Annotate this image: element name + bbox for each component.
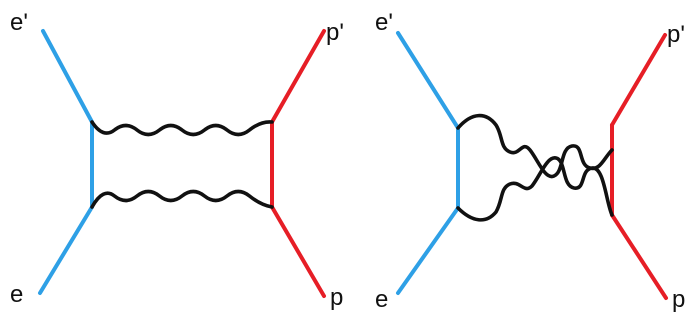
diagram-crossed-box: e' p' e p <box>375 9 685 313</box>
label-e-outgoing: e' <box>375 9 393 36</box>
electron-outgoing-line <box>41 29 94 124</box>
photon-crossed-b-line <box>456 156 614 222</box>
label-p-incoming: p <box>330 284 343 311</box>
proton-incoming-line <box>610 213 668 300</box>
label-p-outgoing: p' <box>667 21 685 48</box>
label-e-incoming: e <box>10 281 23 308</box>
photon-top-line <box>90 120 274 137</box>
label-e-incoming: e <box>375 286 388 313</box>
proton-outgoing-line <box>610 33 667 127</box>
label-p-incoming: p <box>672 286 685 313</box>
electron-outgoing-line <box>396 31 460 130</box>
label-e-outgoing: e' <box>10 9 28 36</box>
electron-incoming-line <box>396 206 460 295</box>
proton-outgoing-line <box>270 29 326 124</box>
label-p-outgoing: p' <box>326 19 344 46</box>
photon-bottom-line <box>90 189 274 209</box>
diagram-direct-box: e' p' e p <box>10 9 344 311</box>
electron-incoming-line <box>38 205 94 295</box>
proton-incoming-line <box>270 205 326 298</box>
